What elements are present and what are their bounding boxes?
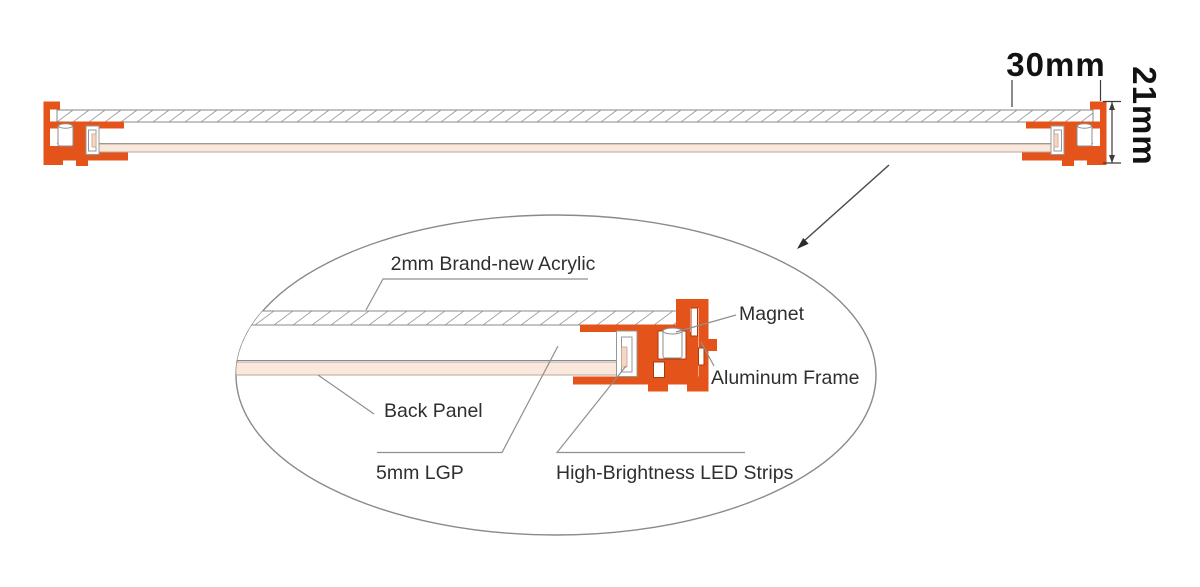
leader-led-strips xyxy=(555,365,745,454)
label-back-panel: Back Panel xyxy=(384,400,483,422)
detail-labels: 2mm Brand-new Acrylic Magnet Aluminum Fr… xyxy=(376,253,859,484)
profile-foot-right xyxy=(687,384,709,392)
led-emitter xyxy=(1053,133,1059,148)
aluminum-profile-top-right xyxy=(1022,101,1107,166)
detail-cross-section xyxy=(236,299,717,392)
profile-rim-cap xyxy=(676,299,709,308)
profile-orange-body xyxy=(1022,101,1107,166)
acrylic-layer-top-view xyxy=(56,109,1094,123)
arrowhead-icon xyxy=(797,238,809,249)
width-dimension-label: 30mm xyxy=(1006,46,1105,83)
dimension-arrow-down xyxy=(1109,155,1115,163)
dimension-arrow-up xyxy=(1109,102,1115,110)
back-panel-layer-top-view xyxy=(95,143,1057,153)
profile-spine xyxy=(1100,101,1107,161)
acrylic-layer-detail xyxy=(236,310,688,326)
led-emitter-detail xyxy=(621,346,628,368)
label-acrylic: 2mm Brand-new Acrylic xyxy=(391,253,596,275)
dimension-30mm: 30mm xyxy=(1006,46,1105,107)
profile-foot-left xyxy=(648,384,668,392)
leader-magnet xyxy=(675,314,737,333)
profile-slot-wall xyxy=(1064,128,1077,153)
zoom-callout-arrow xyxy=(797,164,890,249)
back-panel-layer-detail xyxy=(236,361,631,376)
label-lgp: 5mm LGP xyxy=(376,462,464,484)
lgp-layer-detail xyxy=(236,325,618,361)
profile-right-tab xyxy=(708,339,717,351)
magnet-top-view xyxy=(1076,123,1093,147)
leader-aluminum-frame xyxy=(700,341,715,367)
label-magnet: Magnet xyxy=(739,303,805,325)
dimension-21mm: 21mm xyxy=(1103,66,1163,166)
label-aluminum-frame: Aluminum Frame xyxy=(711,367,859,389)
profile-top-flange xyxy=(580,324,690,332)
top-cross-section xyxy=(43,101,1107,167)
label-led-strips: High-Brightness LED Strips xyxy=(556,462,794,484)
aluminum-profile-detail xyxy=(573,299,717,392)
height-dimension-label: 21mm xyxy=(1126,66,1163,165)
magnet-detail xyxy=(662,327,683,359)
leader-acrylic xyxy=(365,278,588,311)
lower-void xyxy=(653,361,665,378)
leader-back-panel xyxy=(317,374,375,415)
profile-bottom-flange xyxy=(1022,152,1100,161)
profile-rim-cap xyxy=(1090,101,1107,110)
profile-spine-foot xyxy=(1087,156,1107,165)
profile-spine xyxy=(698,299,709,377)
lgp-layer-top-view xyxy=(57,122,1093,144)
led-strip-detail xyxy=(616,330,638,377)
led-strip-top-view xyxy=(1050,125,1065,155)
profile-bottom-flange xyxy=(573,376,709,385)
spine-notch-void xyxy=(698,347,705,366)
rim-slot-void xyxy=(690,307,698,337)
leader-lines xyxy=(317,278,745,454)
profile-rim-inner-bar xyxy=(676,308,690,325)
leader-lgp xyxy=(377,345,559,454)
profile-top-flange xyxy=(1026,121,1100,129)
profile-mid-foot xyxy=(1062,160,1074,166)
profile-under-magnet xyxy=(1077,146,1100,153)
